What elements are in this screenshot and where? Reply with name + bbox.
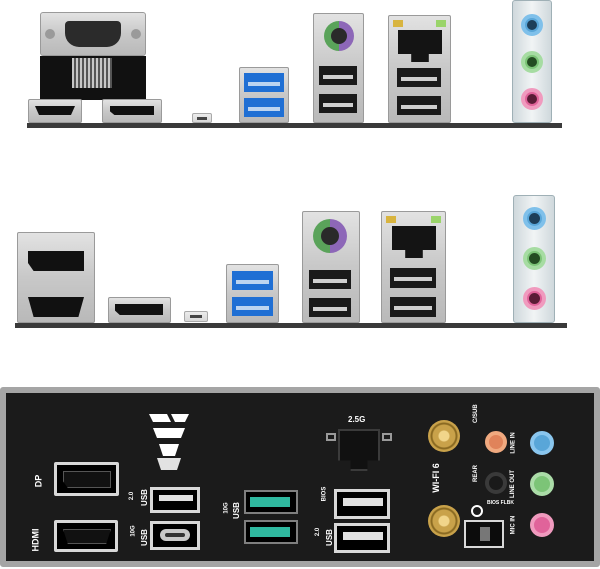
ethernet-port-icon — [381, 211, 446, 323]
usbc-top-label: 10G — [130, 525, 137, 537]
displayport-icon — [108, 297, 171, 323]
small-connector — [192, 113, 212, 123]
audio-jack-icon — [530, 513, 554, 537]
usb20b-top-label: 2.0 — [315, 527, 322, 537]
hdmi-label: HDMI — [30, 528, 41, 552]
audio-jack-icon — [512, 0, 552, 123]
displayport-icon — [54, 462, 119, 496]
ethernet-port-icon — [388, 15, 451, 123]
hdmi-port-icon — [28, 99, 82, 123]
small-connector — [184, 311, 208, 322]
lan-speed-label: 2.5G — [348, 415, 366, 424]
line-in-label: LINE IN — [510, 432, 517, 454]
bios-flbk-label: BIOS FLBK — [487, 500, 514, 506]
dp-label: DP — [33, 474, 44, 488]
tuf-logo-icon — [149, 414, 189, 470]
usb-port-icon — [334, 523, 390, 553]
hdmi-port-icon — [54, 520, 118, 552]
usb-port-icon — [150, 487, 200, 513]
ps2-port-icon — [313, 13, 364, 123]
bios-top-label: BIOS — [321, 486, 328, 502]
vga-port-icon — [40, 12, 146, 56]
audio-jack-icon — [530, 431, 554, 455]
usbc-label: USB — [139, 529, 149, 546]
antenna-icon — [428, 505, 460, 537]
usb-bios-port-icon — [334, 489, 390, 519]
antenna-icon — [428, 420, 460, 452]
usb2-label: USB — [139, 489, 149, 506]
ethernet-port-icon — [326, 429, 392, 473]
usb-port-icon — [239, 67, 289, 123]
audio-jack-icon — [513, 195, 555, 323]
ps2-port-icon — [302, 211, 360, 323]
displayport-icon — [17, 232, 95, 323]
board-middle-row — [0, 180, 600, 340]
vga-pins — [72, 58, 112, 88]
audio-jack-icon — [485, 431, 507, 453]
usb-port-icon — [244, 490, 298, 546]
io-shield: DP HDMI 2.0 USB 10G USB 10G USB 2.5G BIO… — [0, 387, 600, 567]
rear-label: REAR — [473, 464, 479, 482]
usb10g-top-label: 10G — [223, 502, 230, 514]
usbc-port-icon — [150, 521, 200, 550]
pcb-edge-middle — [15, 323, 567, 328]
line-out-label: LINE OUT — [510, 470, 516, 498]
board-top-row — [0, 0, 600, 140]
usb10g-label: USB — [231, 502, 241, 519]
displayport-icon — [102, 99, 162, 123]
usb20b-label: USB — [324, 529, 334, 546]
csub-label: C/SUB — [473, 404, 479, 423]
audio-jack-icon — [485, 472, 507, 494]
wifi-label: WI-FI 6 — [430, 463, 441, 493]
usb-port-icon — [226, 264, 279, 323]
pcb-edge-top — [27, 123, 562, 128]
mic-in-label: MIC IN — [510, 515, 517, 535]
audio-jack-icon — [530, 472, 554, 496]
bios-flashback-button-icon[interactable] — [464, 520, 504, 548]
bios-flashback-indicator-icon — [471, 505, 483, 517]
usb2-top-label: 2.0 — [129, 491, 136, 501]
